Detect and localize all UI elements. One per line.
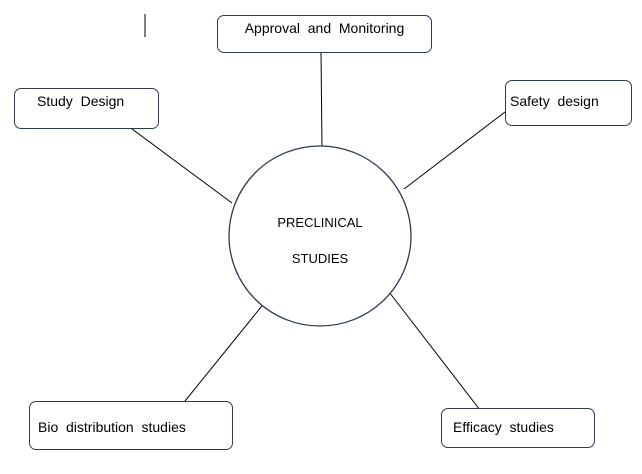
connector-safety-design — [403, 111, 506, 190]
connector-approval — [320, 51, 323, 148]
node-bio-distribution: Bio distribution studies — [29, 401, 233, 450]
center-ellipse — [228, 145, 412, 327]
node-study-design: Study Design — [14, 88, 159, 129]
center-label-line2: STUDIES — [291, 251, 349, 266]
connector-bio-distribution — [184, 295, 271, 402]
node-efficacy: Efficacy studies — [441, 408, 595, 448]
center-label: PRECLINICAL STUDIES — [229, 146, 411, 326]
connector-efficacy — [385, 287, 481, 411]
center-label-line1: PRECLINICAL — [277, 215, 363, 230]
connector-study-design — [127, 125, 233, 204]
node-approval-monitoring: Approval and Monitoring — [217, 15, 432, 53]
node-safety-design: Safety design — [505, 80, 632, 126]
